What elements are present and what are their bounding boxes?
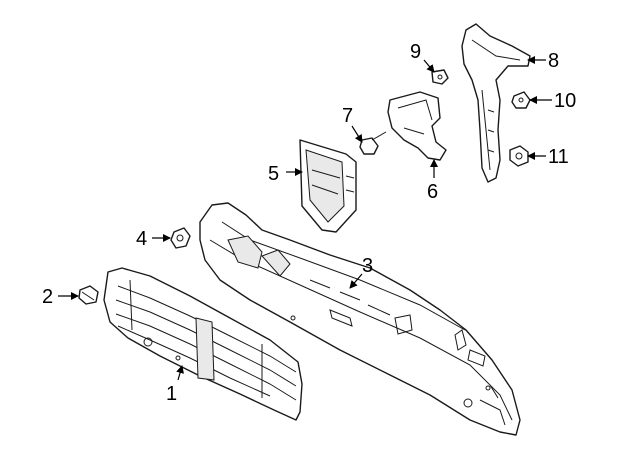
callout-3: 3 [362, 255, 373, 277]
part-1-grille-shutter [103, 267, 303, 421]
callout-2: 2 [42, 286, 53, 308]
part-8-side-bracket [461, 23, 531, 183]
callout-1: 1 [166, 383, 177, 405]
part-10-bolt [511, 91, 531, 109]
part-4-push-clip [170, 227, 191, 249]
part-11-nut [509, 145, 529, 167]
part-6-upper-bracket [387, 91, 447, 161]
leader-lines [58, 56, 552, 381]
callout-labels: 1 2 3 4 5 6 7 8 9 10 11 [42, 41, 576, 405]
part-5-air-guide [299, 139, 357, 233]
callout-10: 10 [554, 90, 576, 112]
callout-4: 4 [136, 228, 147, 250]
callout-11: 11 [548, 146, 569, 168]
callout-8: 8 [548, 50, 559, 72]
callout-9: 9 [410, 41, 421, 63]
leader-1 [176, 365, 184, 381]
callout-7: 7 [342, 105, 353, 127]
leader-7 [351, 125, 363, 143]
part-2-bolt [78, 285, 99, 305]
part-9-clip [431, 69, 449, 85]
part-3-lower-deflector [199, 202, 521, 436]
leader-9 [423, 59, 435, 73]
callout-5: 5 [268, 163, 279, 185]
leader-3 [349, 273, 363, 289]
part-7-bolt [359, 131, 387, 155]
callout-6: 6 [427, 181, 438, 203]
